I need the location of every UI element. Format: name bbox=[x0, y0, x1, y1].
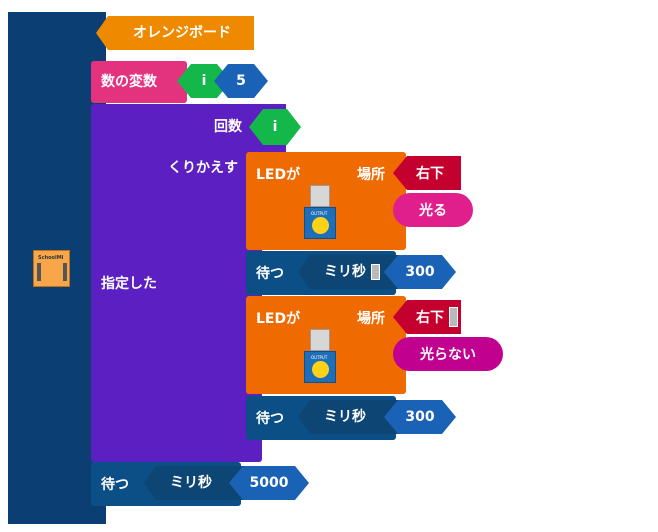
led-place-label: 場所 bbox=[357, 167, 385, 183]
wait-unit-value: ミリ秒 bbox=[324, 409, 366, 425]
dropdown-arrow-icon[interactable] bbox=[371, 264, 380, 280]
led-place-label: 場所 bbox=[357, 311, 385, 327]
output-module-label: OUTPUT bbox=[311, 211, 328, 216]
repeat-label: くりかえす bbox=[168, 160, 238, 176]
output-module-icon: OUTPUT bbox=[304, 185, 336, 239]
wait-value-field[interactable]: 300 bbox=[384, 255, 456, 289]
wait-unit-dropdown[interactable] bbox=[144, 466, 244, 500]
wait-label: 待つ bbox=[256, 266, 284, 282]
variable-value-field[interactable]: 5 bbox=[214, 64, 268, 98]
wait-label: 待つ bbox=[256, 411, 284, 427]
number-variable-block[interactable] bbox=[91, 61, 187, 103]
led-label: LEDが bbox=[256, 167, 301, 183]
wait-unit-value: ミリ秒 bbox=[170, 475, 212, 491]
led-action-field[interactable]: 光る bbox=[393, 193, 473, 227]
dropdown-arrow-icon[interactable] bbox=[449, 307, 458, 327]
led-action-field[interactable]: 光らない bbox=[393, 337, 503, 371]
wait-unit-dropdown[interactable] bbox=[298, 255, 398, 289]
board-icon-label: SchoolMi bbox=[38, 255, 64, 261]
repeat-block[interactable] bbox=[91, 104, 262, 462]
led-label: LEDが bbox=[256, 311, 301, 327]
schoolmi-board-icon: SchoolMi bbox=[33, 250, 70, 287]
board-name: オレンジボード bbox=[133, 25, 231, 41]
output-module-icon: OUTPUT bbox=[304, 329, 336, 383]
led-place-dropdown[interactable] bbox=[393, 156, 461, 190]
wait-label: 待つ bbox=[101, 477, 129, 493]
number-variable-label: 数の変数 bbox=[101, 74, 157, 90]
wait-unit-value: ミリ秒 bbox=[324, 264, 366, 280]
wait-value-field[interactable]: 5000 bbox=[229, 466, 309, 500]
repeat-count-label: 回数 bbox=[214, 119, 242, 135]
wait-value-field[interactable]: 300 bbox=[384, 400, 456, 434]
led-place-value: 右下 bbox=[416, 166, 444, 182]
repeat-specified-label: 指定した bbox=[101, 276, 157, 292]
output-module-label: OUTPUT bbox=[311, 355, 328, 360]
wait-unit-dropdown[interactable] bbox=[298, 400, 398, 434]
board-header[interactable] bbox=[96, 16, 254, 50]
led-place-value: 右下 bbox=[416, 310, 444, 326]
